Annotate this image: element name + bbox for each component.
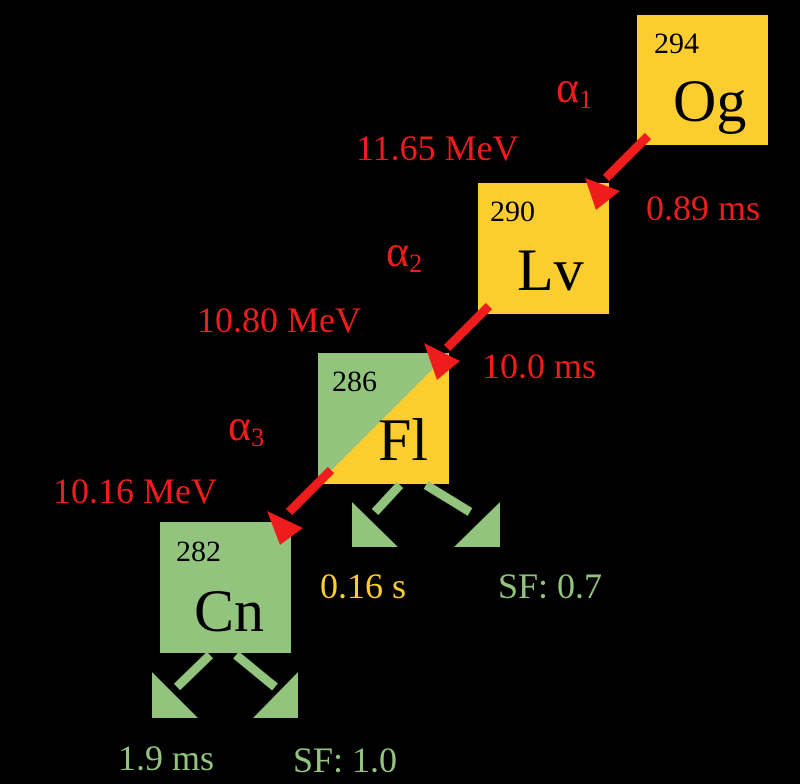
lv-symbol: Lv	[517, 237, 584, 303]
cn-282-box: 282 Cn	[160, 522, 291, 653]
alpha-arrow-2	[424, 302, 493, 380]
cn-halflife: 1.9 ms	[118, 738, 215, 778]
alpha-1-energy: 11.65 MeV	[356, 128, 519, 168]
alpha-2-energy: 10.80 MeV	[197, 300, 361, 340]
alpha-2-index: 2	[409, 249, 423, 278]
fl-symbol: Fl	[378, 407, 429, 473]
alpha-3-label: α3	[228, 401, 264, 451]
alpha-1-halflife: 0.89 ms	[646, 188, 761, 228]
cn-sf-branching: SF: 1.0	[293, 740, 398, 780]
alpha-3-symbol: α	[228, 401, 252, 450]
fl-sf-branching: SF: 0.7	[498, 566, 603, 606]
alpha-3-energy: 10.16 MeV	[53, 471, 217, 511]
cn-fission-arrows	[152, 651, 298, 718]
alpha-2-label: α2	[386, 227, 422, 277]
og-symbol: Og	[673, 68, 747, 134]
fl-286-box: 286 Fl	[318, 353, 449, 484]
alpha-arrow-3	[267, 466, 335, 545]
alpha-1-label: α1	[556, 63, 592, 113]
alpha-2-halflife: 10.0 ms	[482, 346, 597, 386]
og-mass-number: 294	[654, 27, 699, 60]
fl-fission-arrows	[352, 481, 500, 547]
alpha-1-symbol: α	[556, 63, 580, 112]
cn-symbol: Cn	[194, 578, 265, 644]
alpha-arrow-1	[585, 132, 652, 210]
lv-290-box: 290 Lv	[478, 183, 609, 314]
alpha-3-index: 3	[251, 423, 265, 452]
fl-halflife: 0.16 s	[320, 566, 407, 606]
cn-mass-number: 282	[176, 535, 221, 568]
alpha-1-index: 1	[579, 85, 593, 114]
lv-mass-number: 290	[490, 195, 535, 228]
fl-mass-number: 286	[332, 365, 377, 398]
alpha-2-symbol: α	[386, 227, 410, 276]
og-294-box: 294 Og	[637, 15, 768, 145]
